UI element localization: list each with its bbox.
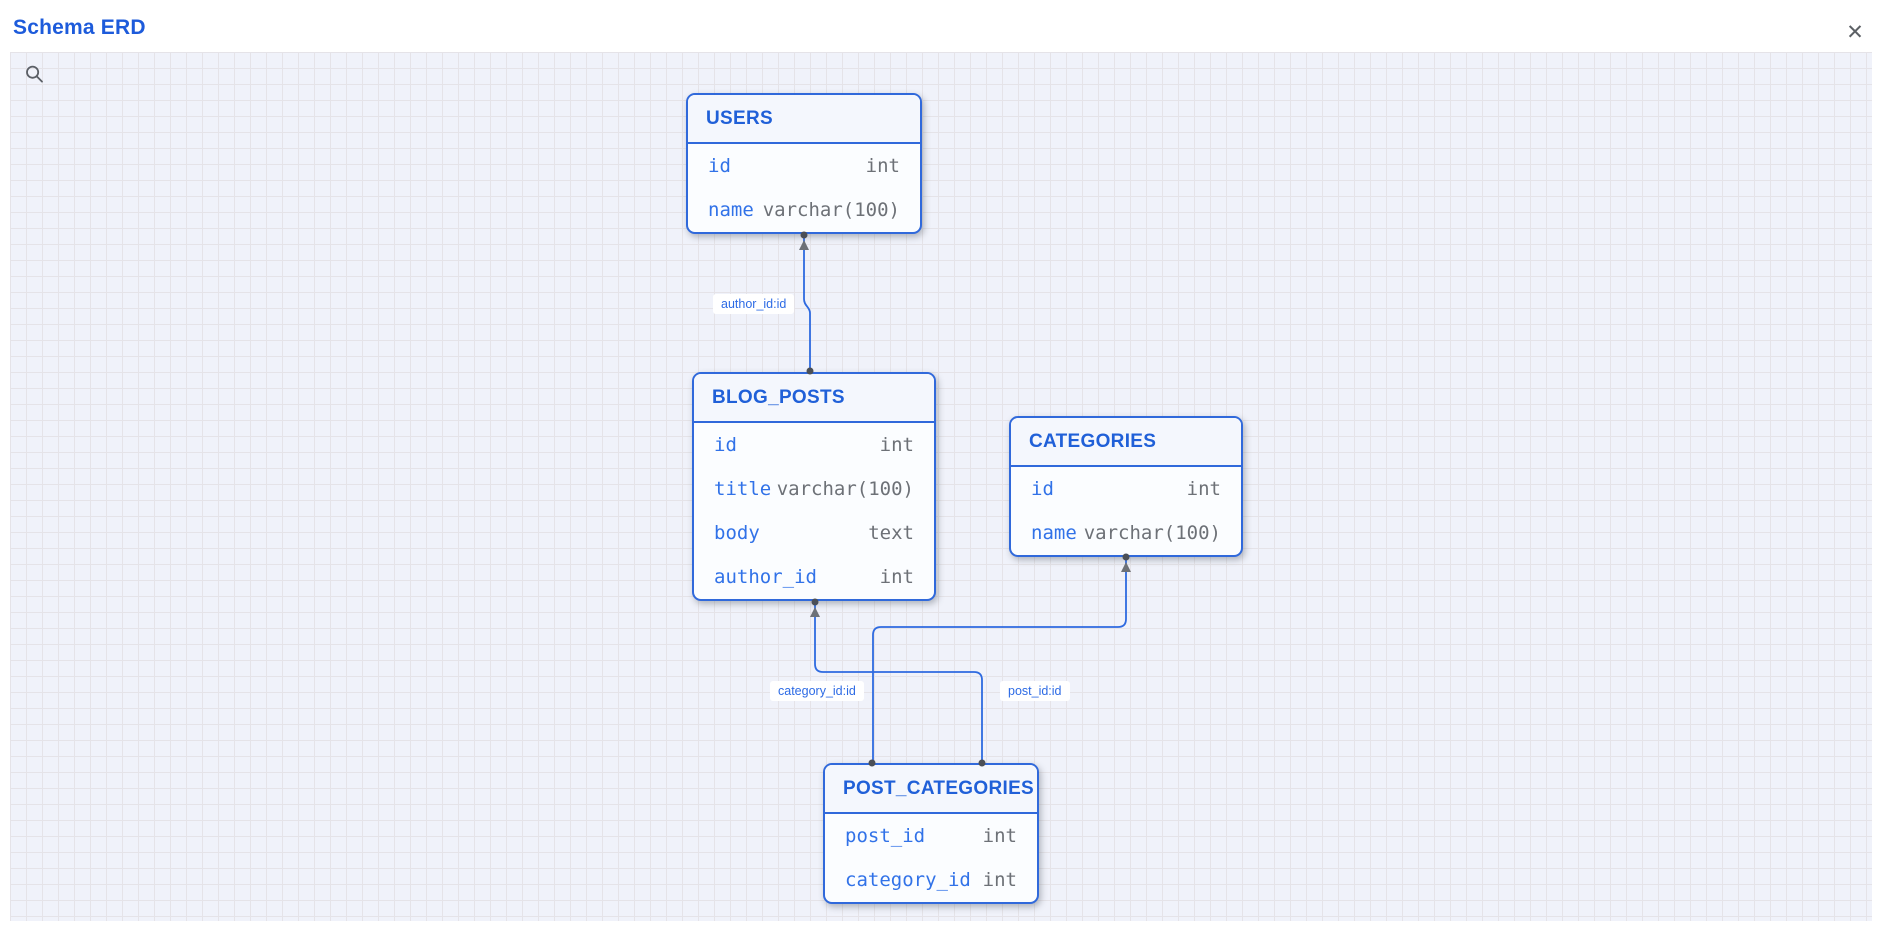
page-title: Schema ERD: [13, 16, 146, 39]
field-row: name varchar(100): [708, 188, 900, 232]
table-node-post-categories[interactable]: POST_CATEGORIES post_id int category_id …: [823, 763, 1039, 904]
field-row: body text: [714, 511, 914, 555]
erd-canvas[interactable]: USERS id int name varchar(100) BLOG_POST…: [10, 52, 1872, 921]
edge-label-author-id: author_id:id: [713, 294, 795, 314]
close-icon[interactable]: ✕: [1840, 18, 1870, 48]
table-fields-post-categories: post_id int category_id int: [825, 814, 1037, 902]
table-title-post-categories: POST_CATEGORIES: [825, 765, 1037, 814]
field-name: post_id: [845, 825, 926, 847]
table-fields-categories: id int name varchar(100): [1011, 467, 1241, 555]
field-row: category_id int: [845, 858, 1017, 902]
table-node-blog-posts[interactable]: BLOG_POSTS id int title varchar(100) bod…: [692, 372, 936, 601]
table-title-categories: CATEGORIES: [1011, 418, 1241, 467]
field-type: int: [982, 869, 1017, 891]
modal-header: Schema ERD ✕: [0, 0, 1888, 52]
table-fields-users: id int name varchar(100): [688, 144, 920, 232]
edge-author-id: [803, 238, 811, 370]
field-row: id int: [1031, 467, 1221, 511]
field-name: name: [708, 199, 754, 221]
field-row: name varchar(100): [1031, 511, 1221, 555]
field-row: post_id int: [845, 814, 1017, 858]
field-type: varchar(100): [1083, 522, 1221, 544]
field-name: id: [708, 155, 731, 177]
field-name: category_id: [845, 869, 971, 891]
field-name: author_id: [714, 566, 817, 588]
table-node-categories[interactable]: CATEGORIES id int name varchar(100): [1009, 416, 1243, 557]
field-row: id int: [714, 423, 914, 467]
edge-label-post-id: post_id:id: [1000, 681, 1070, 701]
field-type: varchar(100): [776, 478, 914, 500]
field-row: id int: [708, 144, 900, 188]
field-type: text: [868, 522, 914, 544]
table-title-blog-posts: BLOG_POSTS: [694, 374, 934, 423]
arrowhead-icon: [799, 240, 809, 250]
field-name: id: [714, 434, 737, 456]
field-name: title: [714, 478, 772, 500]
field-type: int: [982, 825, 1017, 847]
field-row: author_id int: [714, 555, 914, 599]
field-type: int: [879, 566, 914, 588]
field-name: body: [714, 522, 760, 544]
table-fields-blog-posts: id int title varchar(100) body text auth…: [694, 423, 934, 599]
field-type: int: [865, 155, 900, 177]
field-type: int: [1186, 478, 1221, 500]
field-type: int: [879, 434, 914, 456]
search-icon[interactable]: [24, 64, 46, 86]
arrowhead-icon: [810, 607, 820, 617]
table-node-users[interactable]: USERS id int name varchar(100): [686, 93, 922, 234]
field-name: id: [1031, 478, 1054, 500]
field-name: name: [1031, 522, 1077, 544]
edge-label-category-id: category_id:id: [770, 681, 864, 701]
field-row: title varchar(100): [714, 467, 914, 511]
arrowhead-icon: [1121, 562, 1131, 572]
field-type: varchar(100): [762, 199, 900, 221]
table-title-users: USERS: [688, 95, 920, 144]
